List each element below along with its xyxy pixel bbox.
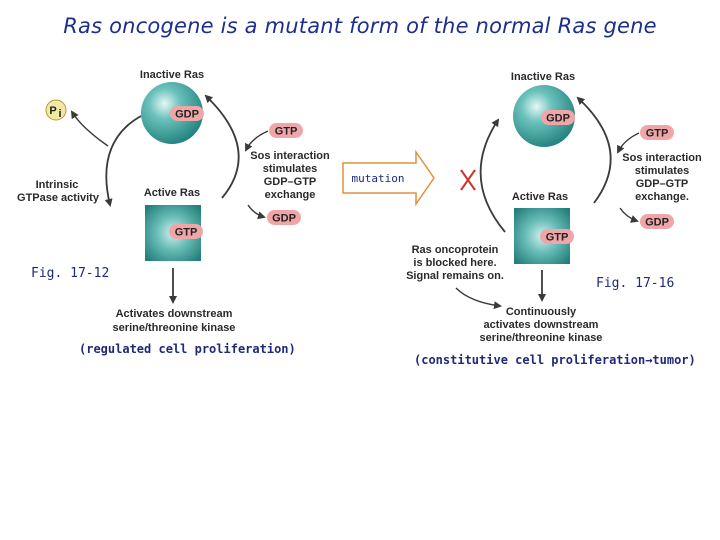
left-sos-line-4: exchange bbox=[265, 189, 316, 201]
right-downstream-line-1: Continuously bbox=[506, 306, 577, 318]
svg-text:P: P bbox=[49, 105, 56, 117]
left-pi-badge: P i bbox=[45, 99, 67, 121]
svg-text:GDP: GDP bbox=[645, 217, 669, 229]
right-gdp-pill: GDP bbox=[541, 110, 575, 125]
right-sos-line-3: GDP–GTP bbox=[636, 178, 689, 190]
left-proliferation-note: (regulated cell proliferation) bbox=[79, 342, 296, 356]
left-inactive-ras-label: Inactive Ras bbox=[140, 69, 204, 81]
left-activation-arrow bbox=[204, 94, 240, 199]
left-intrinsic-label-2: GTPase activity bbox=[17, 192, 100, 204]
slide-title: Ras oncogene is a mutant form of the nor… bbox=[63, 14, 657, 38]
svg-text:GTP: GTP bbox=[646, 128, 669, 140]
svg-text:GTP: GTP bbox=[275, 126, 298, 138]
right-proliferation-note: (constitutive cell proliferation→tumor) bbox=[414, 353, 696, 367]
left-sos-line-2: stimulates bbox=[263, 163, 317, 175]
svg-text:i: i bbox=[58, 108, 61, 120]
right-gtp-incoming-pill: GTP bbox=[640, 125, 674, 140]
left-gdp-pill: GDP bbox=[170, 106, 204, 121]
right-gdp-outgoing-pill: GDP bbox=[640, 214, 674, 229]
left-diagram: Inactive Ras GDP P i Intrinsic GTPase ac… bbox=[17, 69, 330, 334]
right-downstream-line-2: activates downstream bbox=[484, 319, 599, 331]
right-oncoprotein-line-3: Signal remains on. bbox=[406, 270, 504, 282]
right-activation-arrow bbox=[576, 96, 612, 204]
left-sos-line-3: GDP–GTP bbox=[264, 176, 317, 188]
right-sos-line-1: Sos interaction bbox=[622, 152, 702, 164]
svg-text:GDP: GDP bbox=[546, 113, 570, 125]
right-diagram: Inactive Ras GDP Active Ras GTP GTP Sos … bbox=[406, 71, 702, 344]
left-pi-release-arrow bbox=[70, 110, 109, 147]
svg-text:GDP: GDP bbox=[272, 213, 296, 225]
right-inactive-ras-label: Inactive Ras bbox=[511, 71, 575, 83]
right-downstream-line-3: serine/threonine kinase bbox=[480, 332, 603, 344]
right-blocked-inactivation-arrow bbox=[479, 118, 506, 233]
left-gtp-pill: GTP bbox=[169, 224, 203, 239]
right-gtp-arrow bbox=[617, 132, 640, 154]
right-gtp-pill: GTP bbox=[540, 229, 574, 244]
mutation-arrow: mutation bbox=[342, 149, 435, 207]
left-gtp-arrow bbox=[245, 130, 269, 152]
left-inactivation-arrow bbox=[104, 115, 142, 207]
svg-text:GTP: GTP bbox=[546, 232, 569, 244]
right-gdp-arrow bbox=[619, 207, 639, 223]
right-oncoprotein-line-1: Ras oncoprotein bbox=[412, 244, 499, 256]
left-active-ras-label: Active Ras bbox=[144, 187, 200, 199]
right-figure-caption: Fig. 17-16 bbox=[596, 276, 675, 291]
left-gtp-incoming-pill: GTP bbox=[269, 123, 303, 138]
left-figure-caption: Fig. 17-12 bbox=[31, 266, 110, 281]
right-block-x-icon bbox=[460, 169, 476, 191]
left-sos-line-1: Sos interaction bbox=[250, 150, 330, 162]
left-gdp-arrow bbox=[247, 204, 266, 220]
svg-text:GTP: GTP bbox=[175, 227, 198, 239]
left-downstream-line-1: Activates downstream bbox=[116, 308, 233, 320]
right-oncoprotein-line-2: is blocked here. bbox=[413, 257, 496, 269]
left-intrinsic-label-1: Intrinsic bbox=[36, 179, 79, 191]
mutation-label: mutation bbox=[352, 172, 405, 185]
right-sos-line-2: stimulates bbox=[635, 165, 689, 177]
right-active-ras-label: Active Ras bbox=[512, 191, 568, 203]
right-signal-arrow bbox=[455, 287, 502, 310]
left-gdp-outgoing-pill: GDP bbox=[267, 210, 301, 225]
svg-text:GDP: GDP bbox=[175, 109, 199, 121]
right-sos-line-4: exchange. bbox=[635, 191, 689, 203]
left-downstream-line-2: serine/threonine kinase bbox=[113, 322, 236, 334]
